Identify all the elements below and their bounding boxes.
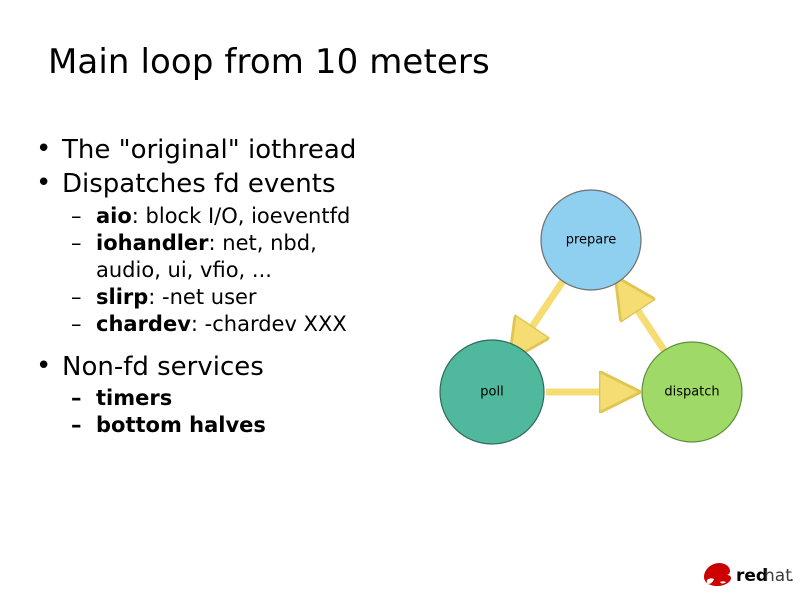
redhat-wordmark-hat: hat	[764, 566, 792, 586]
list-item-label: The "original" iothread	[62, 135, 357, 165]
dash-marker: –	[71, 386, 82, 410]
list-item: – iohandler: net, nbd,	[28, 230, 448, 257]
main-loop-cycle-diagram: prepare poll dispatch	[420, 170, 780, 455]
list-item-label: : net, nbd,	[208, 231, 317, 255]
list-item-term: slirp	[96, 285, 149, 309]
list-item-term: iohandler	[96, 231, 209, 255]
list-item-label: : -net user	[148, 285, 257, 309]
bullet-marker: •	[36, 168, 52, 198]
dash-marker: –	[71, 413, 82, 437]
list-item-term: timers	[96, 386, 173, 410]
list-item: – chardev: -chardev XXX	[28, 311, 448, 338]
list-item-term: chardev	[96, 312, 191, 336]
node-poll[interactable]	[439, 339, 545, 445]
dash-marker: –	[71, 285, 82, 309]
node-prepare-label: prepare	[566, 233, 617, 248]
dash-marker: –	[71, 204, 82, 228]
redhat-wordmark-dot: .	[789, 566, 794, 586]
redhat-wordmark-red: red	[736, 566, 768, 586]
list-item-label: Non-fd services	[62, 352, 264, 382]
list-item-label: : block I/O, ioeventfd	[131, 204, 351, 228]
list-item-label: : -chardev XXX	[190, 312, 347, 336]
list-item-term: aio	[96, 204, 132, 228]
list-item: – slirp: -net user	[28, 284, 448, 311]
list-item-label: Dispatches fd events	[62, 169, 336, 199]
list-item-continuation: audio, ui, vfio, ...	[28, 257, 448, 284]
bullet-list: • The "original" iothread • Dispatches f…	[28, 134, 448, 439]
dash-marker: –	[71, 312, 82, 336]
bullet-marker: •	[36, 351, 52, 381]
list-item: • The "original" iothread	[28, 134, 448, 167]
bullet-marker: •	[36, 134, 52, 164]
node-dispatch-label: dispatch	[664, 385, 719, 400]
redhat-shadowman-icon	[704, 563, 731, 586]
node-poll-label: poll	[480, 385, 503, 400]
node-dispatch[interactable]	[641, 341, 743, 443]
list-item-label: audio, ui, vfio, ...	[96, 258, 272, 282]
page-title: Main loop from 10 meters	[48, 42, 490, 82]
redhat-logo: red hat .	[700, 558, 796, 592]
node-prepare[interactable]	[540, 189, 642, 291]
list-item: – bottom halves	[28, 412, 448, 439]
list-item: – timers	[28, 385, 448, 412]
edge-dispatch-to-prepare	[619, 282, 671, 358]
edge-prepare-to-poll	[513, 279, 566, 355]
list-item: • Dispatches fd events	[28, 168, 448, 201]
dash-marker: –	[71, 231, 82, 255]
list-item: – aio: block I/O, ioeventfd	[28, 203, 448, 230]
list-item: • Non-fd services	[28, 351, 448, 384]
list-item-term: bottom halves	[96, 413, 266, 437]
